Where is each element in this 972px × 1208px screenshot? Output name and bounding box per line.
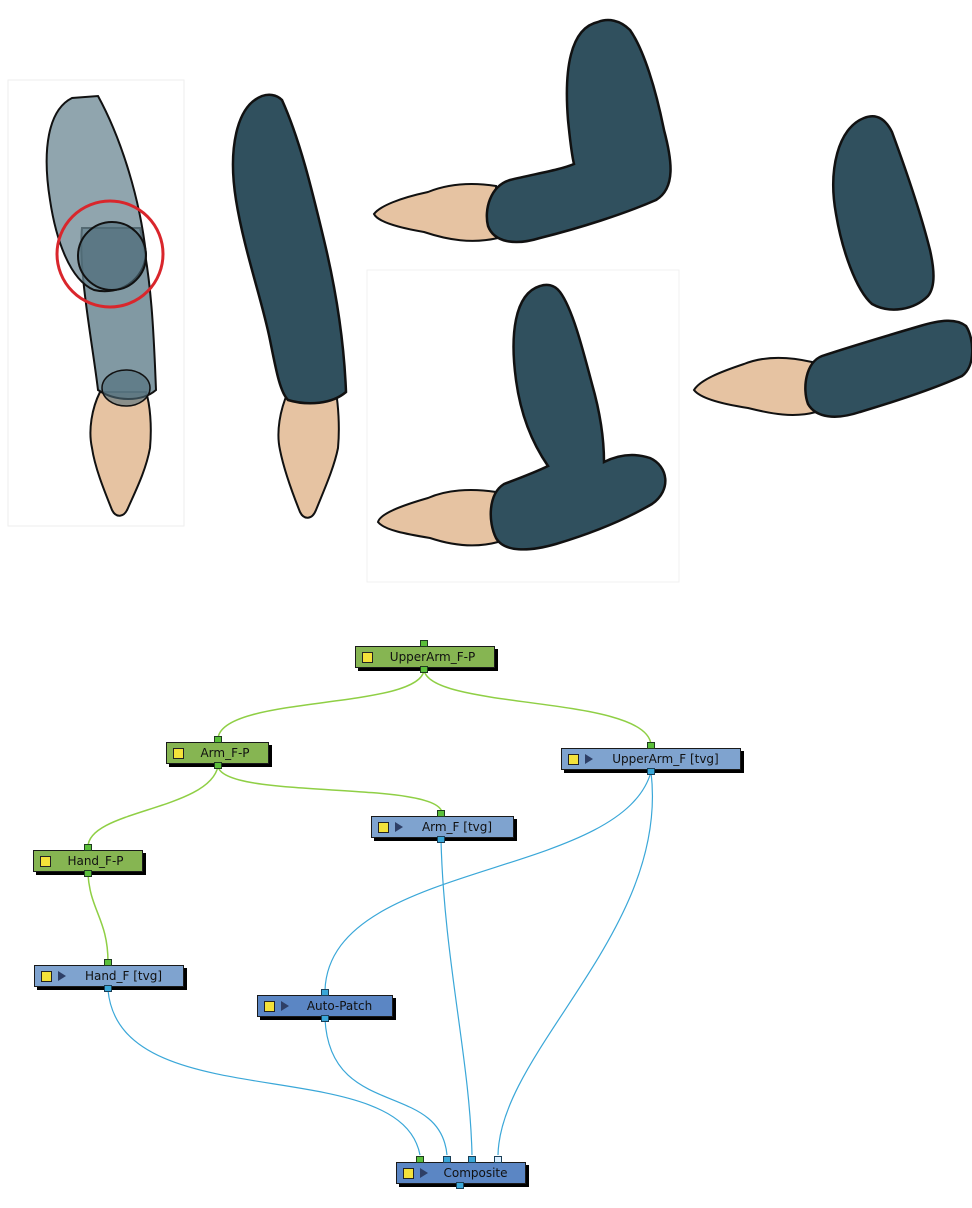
arm-bent-lower: [376, 283, 667, 551]
sleeve: [485, 18, 672, 244]
input-port[interactable]: [214, 736, 222, 743]
output-port[interactable]: [647, 768, 655, 775]
cable-upperarm-peg-to-upperarm-drawing: [423, 669, 652, 746]
enable-checkbox[interactable]: [264, 1000, 275, 1012]
enable-checkbox[interactable]: [41, 970, 52, 982]
sleeve: [231, 93, 348, 405]
enable-checkbox[interactable]: [378, 821, 389, 833]
sleeve: [489, 283, 667, 551]
output-port[interactable]: [214, 762, 222, 769]
input-port[interactable]: [104, 959, 112, 966]
play-icon[interactable]: [420, 1168, 428, 1178]
cable-arm-drawing-to-composite: [440, 839, 473, 1156]
node-view: UpperArm_F-P Arm_F-P UpperArm_F [tvg] Ar…: [0, 600, 972, 1208]
panel-frame: [7, 79, 185, 527]
node-label: UpperArm_F [tvg]: [612, 752, 719, 766]
enable-checkbox[interactable]: [173, 747, 184, 759]
cable-hand-drawing-to-composite: [107, 989, 421, 1156]
node-autopatch[interactable]: Auto-Patch: [257, 995, 393, 1017]
input-port[interactable]: [437, 810, 445, 817]
node-label: UpperArm_F-P: [389, 650, 476, 664]
input-port[interactable]: [84, 844, 92, 851]
hand: [89, 391, 152, 517]
output-port[interactable]: [321, 1015, 329, 1022]
node-label: Composite: [443, 1166, 508, 1180]
cable-hand-peg-to-hand-drawing: [87, 873, 109, 963]
elbow-overlap: [77, 221, 147, 291]
node-arm-peg[interactable]: Arm_F-P: [166, 742, 269, 764]
arm-straight: [231, 93, 348, 519]
input-port[interactable]: [321, 989, 329, 996]
hand: [277, 391, 340, 519]
play-icon[interactable]: [281, 1001, 289, 1011]
composite-input-port-3[interactable]: [468, 1156, 476, 1163]
node-upperarm-peg[interactable]: UpperArm_F-P: [355, 646, 495, 668]
play-icon[interactable]: [585, 754, 593, 764]
node-label: Hand_F [tvg]: [84, 969, 163, 983]
cable-upperarm-drawing-to-composite: [497, 771, 654, 1156]
output-port[interactable]: [420, 666, 428, 673]
hand: [376, 489, 500, 547]
upper-arm-sleeve: [832, 115, 935, 311]
enable-checkbox[interactable]: [403, 1167, 414, 1179]
node-arm-drawing[interactable]: Arm_F [tvg]: [371, 816, 514, 838]
composite-input-port-4[interactable]: [494, 1156, 502, 1163]
node-hand-peg[interactable]: Hand_F-P: [33, 850, 143, 872]
hand: [692, 356, 818, 416]
composite-input-port-2[interactable]: [443, 1156, 451, 1163]
output-port[interactable]: [84, 870, 92, 877]
arm-overlap-highlight: [45, 94, 165, 517]
node-composite[interactable]: Composite: [396, 1162, 526, 1184]
output-port[interactable]: [456, 1182, 464, 1189]
play-icon[interactable]: [58, 971, 66, 981]
arm-separated-parts: [692, 115, 972, 418]
node-label: Auto-Patch: [306, 999, 373, 1013]
cable-arm-peg-to-hand-peg: [87, 765, 219, 848]
cable-upperarm-peg-to-arm-peg: [217, 669, 425, 740]
enable-checkbox[interactable]: [40, 855, 51, 867]
arm-illustrations: [7, 18, 972, 583]
play-icon[interactable]: [395, 822, 403, 832]
node-label: Arm_F-P: [200, 746, 250, 760]
cable-upperarm-drawing-to-autopatch: [324, 771, 652, 991]
output-port[interactable]: [104, 985, 112, 992]
output-port[interactable]: [437, 836, 445, 843]
cable-arm-peg-to-arm-drawing: [217, 765, 443, 814]
red-highlight-circle: [55, 199, 165, 309]
cable-autopatch-to-composite: [324, 1018, 448, 1156]
hand: [372, 183, 500, 242]
node-label: Hand_F-P: [67, 854, 124, 868]
composite-input-port-1[interactable]: [416, 1156, 424, 1163]
input-port[interactable]: [420, 640, 428, 647]
arm-bent-forearm-left: [372, 18, 672, 244]
enable-checkbox[interactable]: [568, 753, 579, 765]
node-upperarm-drawing[interactable]: UpperArm_F [tvg]: [561, 748, 741, 770]
forearm-sleeve: [804, 319, 972, 418]
wrist-overlap: [101, 369, 151, 407]
panel-frame: [366, 269, 680, 583]
node-label: Arm_F [tvg]: [421, 820, 493, 834]
input-port[interactable]: [647, 742, 655, 749]
enable-checkbox[interactable]: [362, 651, 373, 663]
node-cables: [87, 669, 654, 1156]
node-hand-drawing[interactable]: Hand_F [tvg]: [34, 965, 184, 987]
